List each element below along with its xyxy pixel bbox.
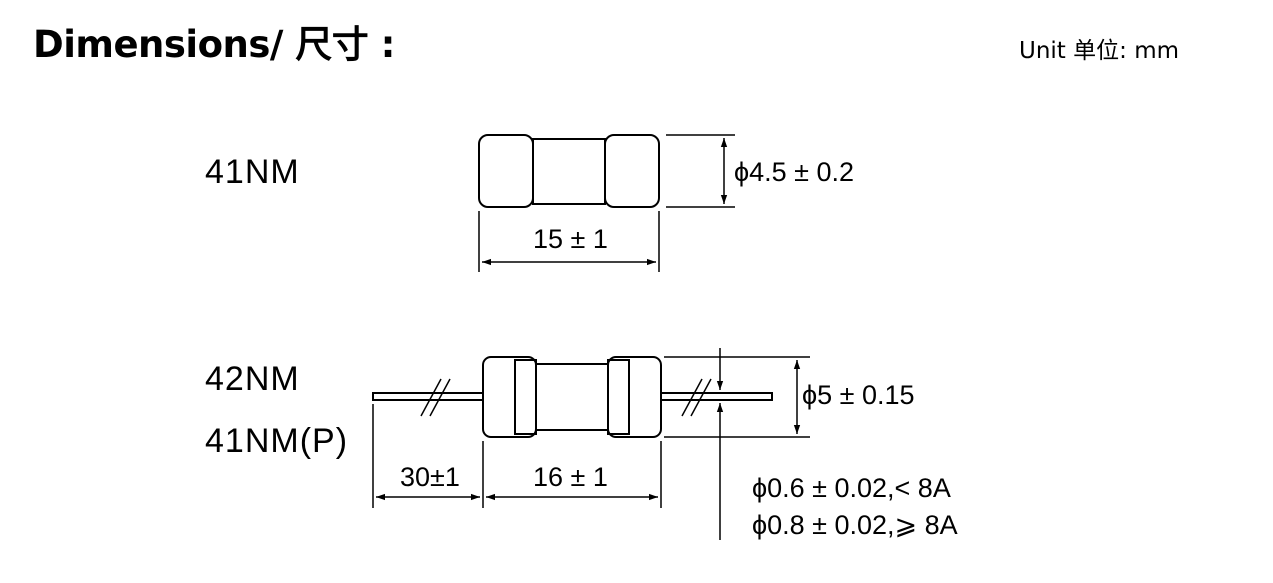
length-dimension-41nm <box>478 211 660 272</box>
fuse-cap-left-inner <box>514 359 537 435</box>
fuse-41nm <box>478 134 660 208</box>
model-label-41nm-p: 41NM(P) <box>205 422 348 460</box>
break-mark-right <box>681 378 712 417</box>
lead-note-under-8a: ϕ0.6 ± 0.02,< 8A <box>752 473 951 503</box>
page-title: Dimensions/ 尺寸 : <box>33 23 395 66</box>
fuse-cap-right-42nm <box>607 356 662 438</box>
lead-note-over-8a: ϕ0.8 ± 0.02,⩾ 8A <box>752 510 958 540</box>
model-label-41nm: 41NM <box>205 153 300 191</box>
body-length-label-42nm: 16 ± 1 <box>533 462 608 492</box>
diameter-label-42nm: ϕ5 ± 0.15 <box>802 380 915 410</box>
break-mark-left <box>420 378 451 417</box>
fuse-cap-left-41nm <box>478 134 534 208</box>
lead-length-label: 30±1 <box>400 462 460 492</box>
diameter-label-41nm: ϕ4.5 ± 0.2 <box>734 157 854 187</box>
diameter-dimension-41nm <box>666 134 735 208</box>
model-label-42nm: 42NM <box>205 360 300 398</box>
lead-left <box>372 392 484 401</box>
fuse-cap-right-inner <box>607 359 630 435</box>
lead-right <box>659 392 773 401</box>
fuse-cap-left-42nm <box>482 356 537 438</box>
unit-label: Unit 单位: mm <box>1019 38 1180 64</box>
fuse-42nm <box>372 356 773 438</box>
length-label-41nm: 15 ± 1 <box>533 224 608 254</box>
fuse-body-41nm <box>532 138 606 205</box>
fuse-body-42nm <box>535 363 609 431</box>
fuse-cap-right-41nm <box>604 134 660 208</box>
diameter-dimension-42nm <box>664 356 810 438</box>
length-dimension-42nm <box>372 404 662 508</box>
